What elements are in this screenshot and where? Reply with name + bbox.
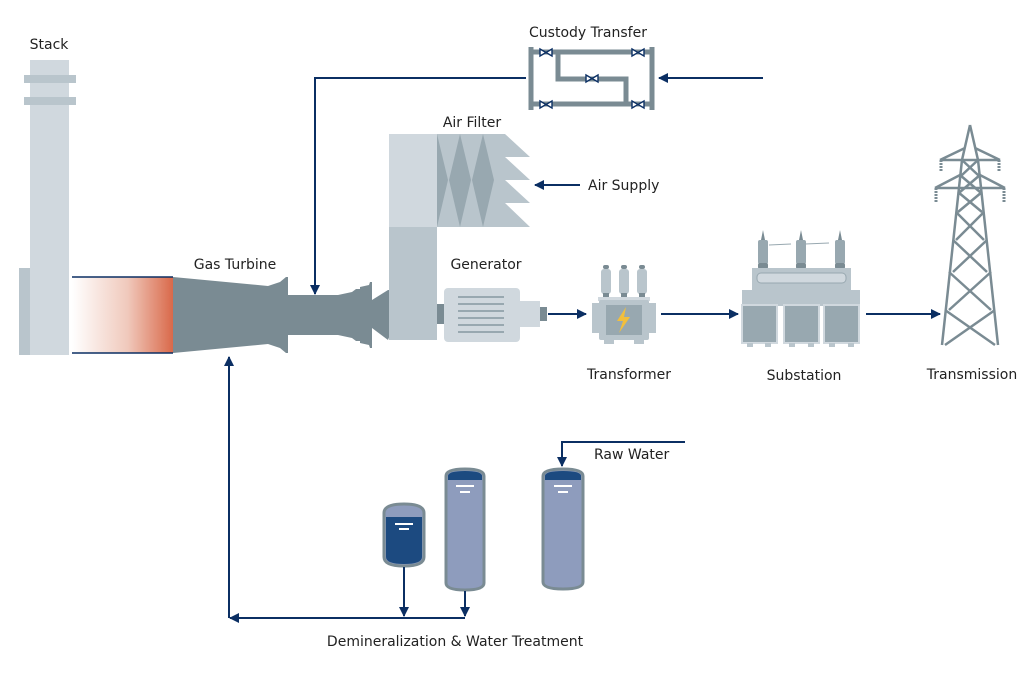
valve-manifold-icon <box>528 47 655 110</box>
transformer-icon <box>592 265 656 344</box>
air-supply-label: Air Supply <box>588 178 659 194</box>
water-treatment-label: Demineralization & Water Treatment <box>327 634 584 650</box>
gas-turbine-icon <box>173 277 392 353</box>
substation-icon <box>741 230 860 347</box>
air-filter-label: Air Filter <box>443 115 502 131</box>
valve-icon <box>585 73 599 84</box>
water-tank-icon <box>444 467 486 592</box>
raw-water-inflow-arrow <box>557 441 685 467</box>
transmission-tower-icon <box>934 124 1006 347</box>
exhaust-duct-icon <box>72 276 173 354</box>
air-filter-icon <box>389 134 530 340</box>
lightning-icon <box>617 307 630 333</box>
water-tank-icon <box>541 467 585 591</box>
transformer-label: Transformer <box>586 367 671 383</box>
substation-label: Substation <box>767 368 842 384</box>
custody-transfer-label: Custody Transfer <box>529 25 647 41</box>
valve-icon <box>539 47 553 58</box>
generator-label: Generator <box>450 257 521 273</box>
raw-water-label: Raw Water <box>594 447 670 463</box>
valve-icon <box>631 99 645 110</box>
stack-icon <box>19 60 76 355</box>
valve-icon <box>539 99 553 110</box>
valve-icon <box>631 47 645 58</box>
gas-turbine-label: Gas Turbine <box>194 257 277 273</box>
fuel-gas-flow-line <box>310 77 526 295</box>
transmission-label: Transmission <box>926 367 1017 383</box>
water-tank-icon <box>382 502 426 568</box>
stack-label: Stack <box>30 37 70 53</box>
generator-icon <box>437 288 547 342</box>
